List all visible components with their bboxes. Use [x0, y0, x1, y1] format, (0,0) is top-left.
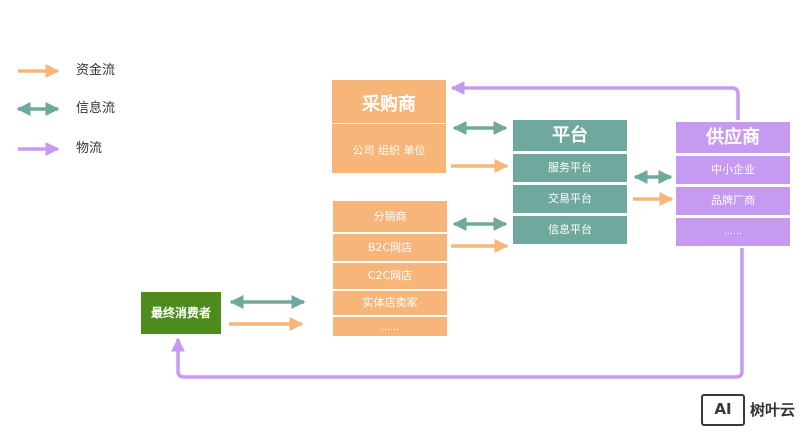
supplier-item-brand: 品牌厂商	[676, 187, 790, 215]
legend-label-info: 信息流	[76, 101, 116, 116]
retailer-item-physical-store: 实体店卖家	[333, 291, 447, 315]
platform-item-service: 服务平台	[513, 154, 627, 182]
retailer-item-distributor: 分销商	[333, 201, 447, 232]
supplier-title: 供应商	[676, 122, 790, 153]
consumer-box: 最终消费者	[141, 292, 221, 334]
legend-label-logistics: 物流	[76, 141, 103, 156]
watermark-brand: 树叶云	[750, 401, 796, 419]
platform-item-info: 信息平台	[513, 216, 627, 244]
logistics-arrow-supplier-to-consumer	[171, 248, 744, 379]
supplier-item-sme: 中小企业	[676, 156, 790, 184]
buyer-box: 采购商 公司 组织 单位	[332, 80, 446, 173]
watermark-logo-text: AI	[714, 400, 732, 418]
retailer-item-c2c: C2C网店	[333, 263, 447, 289]
legend-label-money: 资金流	[76, 63, 116, 78]
platform-title: 平台	[513, 120, 627, 151]
supplier-item-more: ……	[676, 218, 790, 246]
buyer-subtitle: 公司 组织 单位	[352, 144, 426, 157]
buyer-title: 采购商	[362, 94, 416, 115]
retailer-item-b2c: B2C网店	[333, 234, 447, 261]
watermark-logo: AI	[701, 394, 745, 426]
buyer-divider	[332, 123, 446, 124]
platform-item-trade: 交易平台	[513, 185, 627, 213]
logistics-arrow-supplier-to-buyer	[450, 81, 740, 120]
retailer-item-more: ……	[333, 317, 447, 336]
